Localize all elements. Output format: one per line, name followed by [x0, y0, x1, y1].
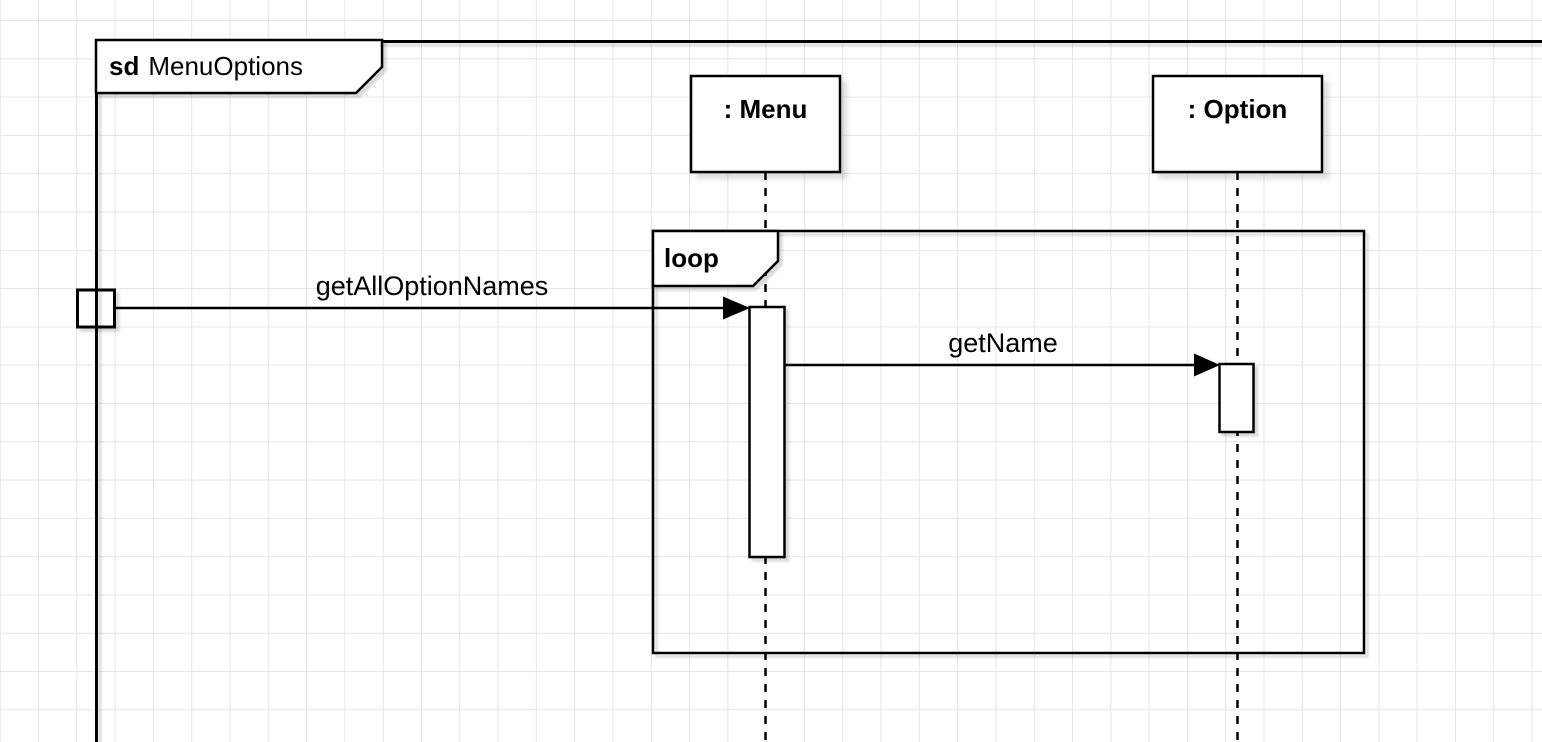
message-arrowhead-icon: [1194, 353, 1220, 377]
message-label-getalloptionnames: getAllOptionNames: [315, 271, 549, 301]
lifeline-head-option[interactable]: [1151, 74, 1324, 174]
activation-bar-option[interactable]: [1218, 362, 1255, 434]
frame-title: sd MenuOptions: [96, 40, 382, 93]
lifeline-label-menu: : Menu: [723, 93, 808, 124]
frame-name: MenuOptions: [148, 51, 303, 81]
sequence-frame-label-pentagon[interactable]: [94, 38, 384, 95]
lifeline-head-menu[interactable]: [689, 74, 842, 174]
message-label-getname: getName: [948, 328, 1058, 358]
lifeline-label-option: : Option: [1187, 93, 1288, 124]
loop-operator-pentagon[interactable]: [651, 229, 780, 288]
frame-keyword: sd: [109, 51, 140, 81]
activation-bar-menu[interactable]: [748, 305, 786, 559]
loop-fragment-frame[interactable]: [651, 229, 1366, 655]
loop-operator-label: loop: [664, 243, 719, 273]
message-arrowhead-icon: [723, 296, 750, 320]
